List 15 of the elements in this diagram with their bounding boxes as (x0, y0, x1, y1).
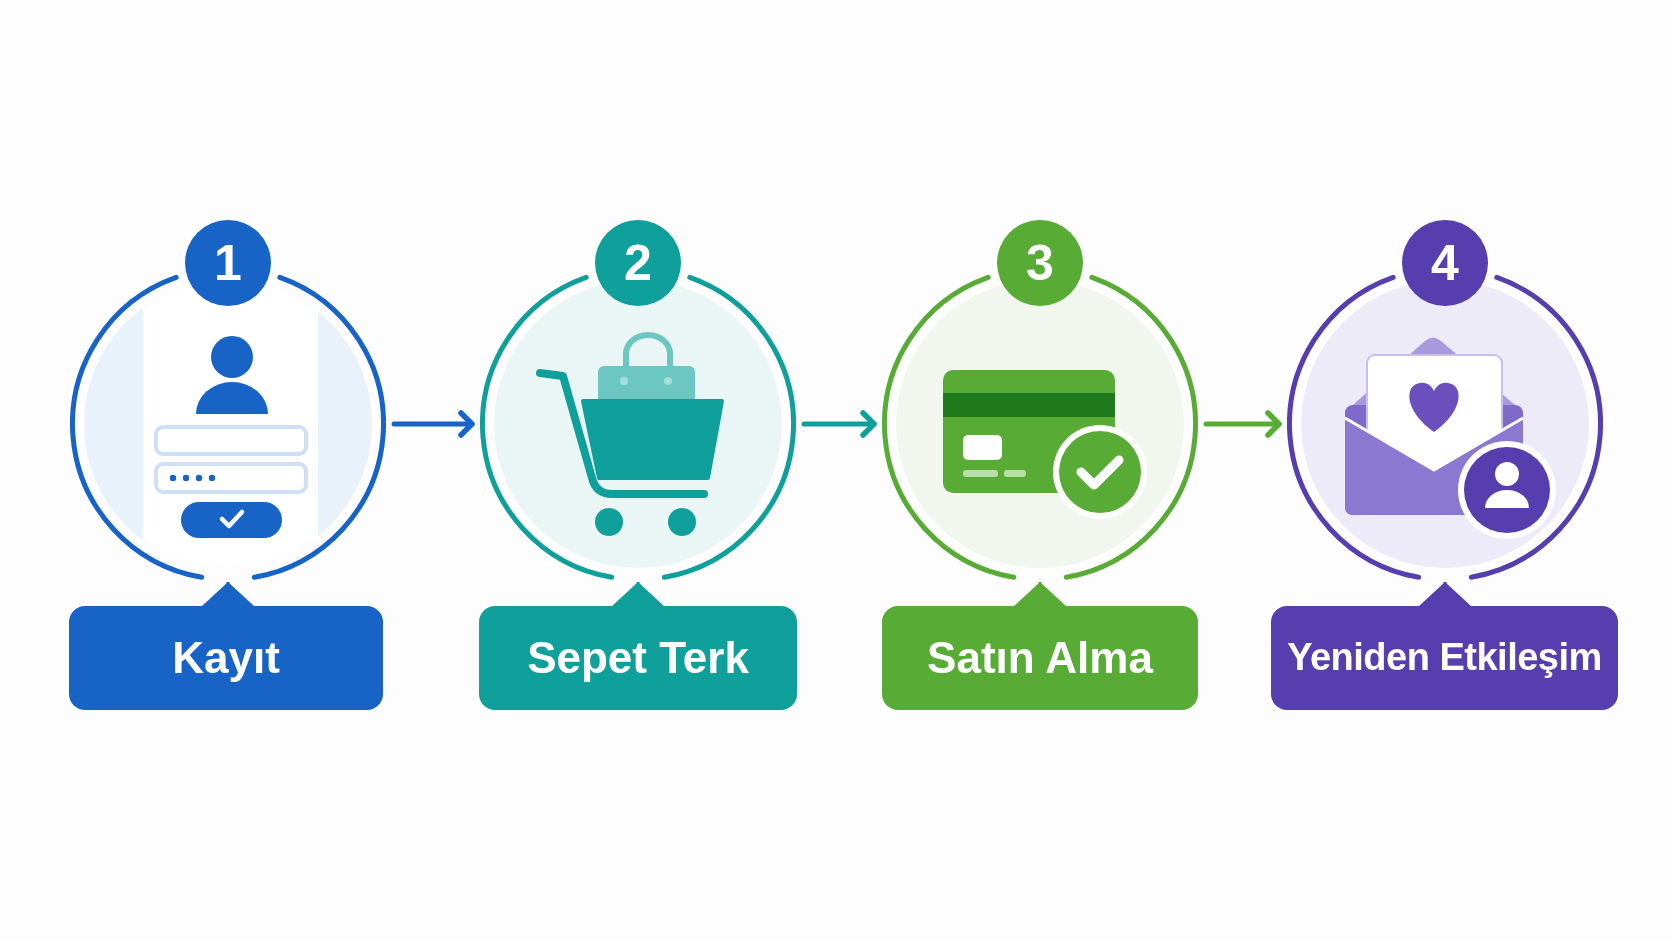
stage-label: Sepet Terk (479, 606, 797, 710)
pointer-arrow (202, 582, 254, 606)
step-number-badge: 4 (1402, 220, 1488, 306)
step-number-badge: 2 (595, 220, 681, 306)
step-number-badge: 1 (185, 220, 271, 306)
stage-label: Kayıt (69, 606, 383, 710)
stage-label: Yeniden Etkileşim (1271, 606, 1618, 710)
arrow (801, 410, 877, 438)
pointer-arrow (612, 582, 664, 606)
step-number-badge: 3 (997, 220, 1083, 306)
arrow (391, 410, 475, 438)
arrow (1203, 410, 1282, 438)
stage-label: Satın Alma (882, 606, 1198, 710)
pointer-arrow (1014, 582, 1066, 606)
pointer-arrow (1419, 582, 1471, 606)
